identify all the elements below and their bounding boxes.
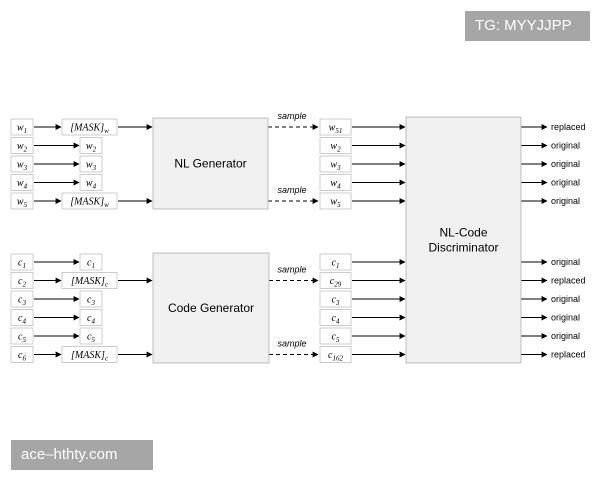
watermark-top: TG: MYYJJPP: [465, 11, 590, 41]
nl-sampled-token: w5: [319, 192, 352, 210]
code-input-token: c3: [10, 290, 34, 308]
code-output-label: replaced: [551, 350, 586, 360]
nl-output-label: original: [551, 159, 580, 169]
nl-masked-token: w3: [79, 155, 103, 173]
code-input-token: c6: [10, 346, 34, 363]
code-masked-token-text: [MASK]c: [71, 350, 109, 363]
code-sampled-token-text: c1: [332, 258, 340, 271]
nl-sampled-token: w3: [319, 155, 352, 173]
code-input-token-text: c1: [18, 258, 26, 271]
nl-input-token: w1: [10, 118, 34, 136]
code-masked-token-text: c5: [87, 332, 95, 345]
code-masked-token: c3: [79, 290, 103, 308]
code-masked-token: c4: [79, 309, 103, 326]
nl-input-token: w5: [10, 192, 34, 210]
code-masked-token-text: c1: [87, 258, 95, 271]
code-masked-token: c5: [79, 327, 103, 345]
code-sampled-token: c29: [319, 272, 352, 289]
code-output-label: original: [551, 331, 580, 341]
code-input-token: c4: [10, 309, 34, 326]
code-sampled-token-text: c162: [328, 350, 343, 363]
nl-output-label: original: [551, 196, 580, 206]
nl-sampled-token-text: w4: [330, 178, 341, 191]
nl-sampled-token-text: w2: [330, 141, 341, 154]
nl-input-token: w3: [10, 155, 34, 173]
code-input-token-text: c3: [18, 295, 26, 308]
nl-masked-token: w2: [79, 137, 103, 154]
nl-sampled-token-text: w3: [330, 160, 341, 173]
code-masked-token-text: c4: [87, 313, 95, 326]
code-sampled-token: c162: [319, 346, 352, 363]
code-input-token-text: c4: [18, 313, 26, 326]
nl-masked-token: [MASK]w: [61, 118, 118, 136]
code-input-token: c1: [10, 253, 34, 271]
nl-output-label: original: [551, 178, 580, 188]
code-sampled-token: c5: [319, 327, 352, 345]
nl-sampled-token-text: w51: [329, 123, 343, 136]
nl-masked-token: w4: [79, 174, 103, 191]
nl-input-token-text: w4: [17, 178, 28, 191]
nl-input-token: w2: [10, 137, 34, 154]
code-input-token-text: c6: [18, 350, 26, 363]
code-generator-box: Code Generator: [152, 252, 270, 364]
code-masked-token: [MASK]c: [61, 272, 118, 289]
nl-input-token-text: w1: [17, 123, 27, 136]
code-sampled-token: c3: [319, 290, 352, 308]
nl-generator-box-label: NL Generator: [174, 157, 246, 171]
nl-sample-label: sample: [277, 185, 306, 195]
nl-sampled-token: w4: [319, 174, 352, 191]
nl-sampled-token: w51: [319, 118, 352, 136]
nl-input-token-text: w5: [17, 197, 28, 210]
nl-sampled-token-text: w5: [330, 197, 341, 210]
code-masked-token-text: [MASK]c: [71, 276, 109, 289]
code-sampled-token-text: c5: [332, 332, 340, 345]
nl-masked-token-text: w3: [86, 160, 97, 173]
code-input-token-text: c2: [18, 276, 26, 289]
discriminator-box-label: NL-Code: [439, 226, 487, 240]
code-sampled-token-text: c4: [332, 313, 340, 326]
nl-input-token-text: w2: [17, 141, 28, 154]
nl-masked-token-text: [MASK]w: [70, 197, 109, 210]
code-sampled-token-text: c3: [332, 295, 340, 308]
code-masked-token: [MASK]c: [61, 346, 118, 363]
code-input-token: c5: [10, 327, 34, 345]
code-input-token: c2: [10, 272, 34, 289]
code-masked-token: c1: [79, 253, 103, 271]
nl-sample-label: sample: [277, 111, 306, 121]
code-input-token-text: c5: [18, 332, 26, 345]
nl-output-label: original: [551, 141, 580, 151]
nl-sampled-token: w2: [319, 137, 352, 154]
code-output-label: replaced: [551, 276, 586, 286]
code-sampled-token-text: c29: [330, 276, 342, 289]
nl-masked-token-text: w4: [86, 178, 97, 191]
code-sampled-token: c1: [319, 253, 352, 271]
nl-input-token-text: w3: [17, 160, 28, 173]
nl-generator-box: NL Generator: [152, 117, 269, 210]
code-sample-label: sample: [277, 339, 306, 349]
code-output-label: original: [551, 294, 580, 304]
code-output-label: original: [551, 313, 580, 323]
code-generator-box-label: Code Generator: [168, 301, 254, 315]
nl-masked-token-text: w2: [86, 141, 97, 154]
code-masked-token-text: c3: [87, 295, 95, 308]
nl-masked-token: [MASK]w: [61, 192, 118, 210]
watermark-bottom: ace–hthty.com: [11, 440, 153, 470]
code-sampled-token: c4: [319, 309, 352, 326]
nl-masked-token-text: [MASK]w: [70, 123, 109, 136]
code-output-label: original: [551, 257, 580, 267]
nl-input-token: w4: [10, 174, 34, 191]
code-sample-label: sample: [277, 265, 306, 275]
discriminator-box-label: Discriminator: [428, 241, 498, 255]
nl-output-label: replaced: [551, 122, 586, 132]
